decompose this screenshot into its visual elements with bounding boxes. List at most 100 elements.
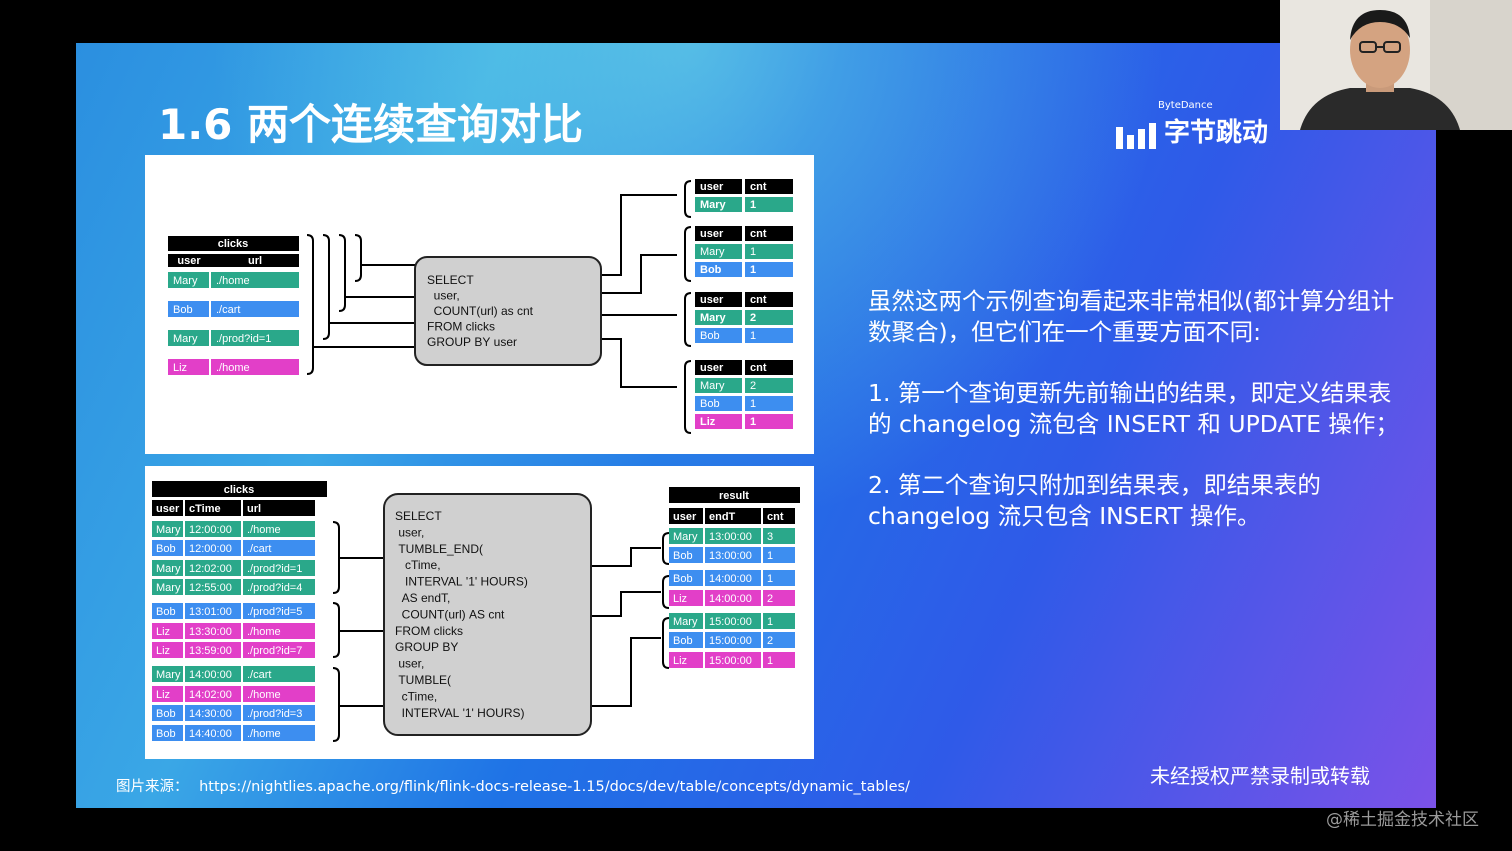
column-header: cnt	[750, 228, 767, 240]
table-cell	[152, 603, 183, 619]
table-cell-text: 14:40:00	[189, 728, 232, 740]
diagram-2-connectors	[332, 521, 670, 742]
cell-user: Bob	[700, 330, 720, 342]
cell-user: Mary	[173, 275, 198, 287]
table-cell	[168, 301, 209, 317]
brand-small-text: ByteDance	[1158, 100, 1213, 111]
table-cell	[152, 579, 183, 595]
column-header: user	[700, 181, 724, 193]
cell-cnt: 1	[750, 199, 756, 211]
table-header-cell	[669, 508, 703, 524]
cell-cnt: 2	[750, 312, 756, 324]
table-cell-text: Mary	[156, 524, 181, 536]
table-cell	[185, 666, 241, 682]
result-cell	[695, 414, 742, 429]
table-cell	[152, 725, 183, 741]
table-cell-text: Liz	[156, 626, 170, 638]
table-cell	[763, 613, 795, 629]
result-header-cell	[745, 292, 793, 307]
brand-text: 字节跳动	[1164, 118, 1269, 148]
table-cell	[185, 725, 241, 741]
column-header: user	[156, 503, 180, 515]
query-line: GROUP BY	[395, 640, 458, 654]
table-cell	[243, 579, 315, 595]
table-cell-text: Bob	[673, 573, 693, 585]
column-header: endT	[709, 511, 736, 523]
result-cell	[745, 328, 793, 343]
table-cell-text: 1	[767, 550, 773, 562]
table-cell-text: 3	[767, 531, 773, 543]
table-cell	[705, 547, 761, 563]
table-cell-text: 14:30:00	[189, 708, 232, 720]
table-cell-text: Mary	[673, 616, 698, 628]
table-cell-text: Mary	[156, 669, 181, 681]
table-cell-text: Mary	[156, 563, 181, 575]
table-cell	[211, 330, 299, 346]
cell-user: Liz	[173, 362, 187, 374]
table-cell	[243, 560, 315, 576]
column-header: cnt	[750, 294, 767, 306]
query-2-text: SELECT user, TUMBLE_END( cTime, INTERVAL…	[395, 509, 528, 720]
bytedance-logo-icon	[1116, 123, 1156, 149]
table-cell	[243, 623, 315, 639]
table-cell-text: 14:00:00	[189, 669, 232, 681]
table-cell-text: 1	[767, 573, 773, 585]
table-cell	[185, 642, 241, 658]
table-cell	[152, 521, 183, 537]
table-cell-text: Liz	[156, 689, 170, 701]
table-cell-text: ./prod?id=1	[247, 563, 302, 575]
cell-cnt: 1	[750, 246, 756, 258]
copyright-notice: 未经授权严禁录制或转载	[1150, 764, 1370, 788]
query-line: FROM clicks	[395, 624, 463, 638]
table-cell-text: 1	[767, 655, 773, 667]
column-header: url	[247, 503, 261, 515]
result-header-cell	[745, 226, 793, 241]
table-cell-text: Bob	[156, 543, 176, 555]
table-cell	[705, 652, 761, 668]
table-cell	[243, 725, 315, 741]
table-cell	[763, 590, 795, 606]
result-cell	[695, 328, 742, 343]
column-header: user	[700, 228, 724, 240]
table-cell-text: 13:59:00	[189, 645, 232, 657]
table-title-bar	[669, 487, 800, 503]
table-title-bar	[168, 236, 299, 251]
table-cell-text: Liz	[156, 645, 170, 657]
table-cell	[243, 705, 315, 721]
result-cell	[745, 396, 793, 411]
table-cell-text: 14:00:00	[709, 593, 752, 605]
table-cell	[243, 521, 315, 537]
result-cell	[745, 414, 793, 429]
table-cell	[152, 623, 183, 639]
table-cell-text: ./home	[247, 728, 281, 740]
result-cell	[745, 262, 793, 277]
presenter-video	[1280, 0, 1512, 130]
table-cell	[185, 579, 241, 595]
result-header-cell	[695, 360, 742, 375]
result-header-cell	[695, 292, 742, 307]
table-cell	[211, 301, 299, 317]
table-cell-text: 15:00:00	[709, 635, 752, 647]
table-cell	[243, 642, 315, 658]
table-cell	[243, 540, 315, 556]
table-header-cell	[243, 500, 315, 516]
table-cell-text: ./cart	[247, 669, 271, 681]
query-line: COUNT(url) AS cnt	[395, 607, 505, 621]
watermark: @稀土掘金技术社区	[1326, 810, 1479, 830]
table-cell-text: Bob	[673, 550, 693, 562]
table-cell	[243, 603, 315, 619]
table-cell	[152, 705, 183, 721]
column-header: cnt	[750, 181, 767, 193]
image-source: 图片来源： https://nightlies.apache.org/flink…	[116, 775, 910, 796]
table-cell-text: ./home	[247, 689, 281, 701]
result-cell	[695, 378, 742, 393]
table-cell-text: Bob	[156, 606, 176, 618]
table-cell	[705, 570, 761, 586]
table-cell	[705, 632, 761, 648]
table-cell-text: 15:00:00	[709, 616, 752, 628]
table-cell-text: 12:00:00	[189, 524, 232, 536]
explanation-text: 虽然这两个示例查询看起来非常相似(都计算分组计数聚合)，但它们在一个重要方面不同…	[868, 286, 1403, 562]
image-source-url[interactable]: https://nightlies.apache.org/flink/flink…	[199, 779, 910, 795]
